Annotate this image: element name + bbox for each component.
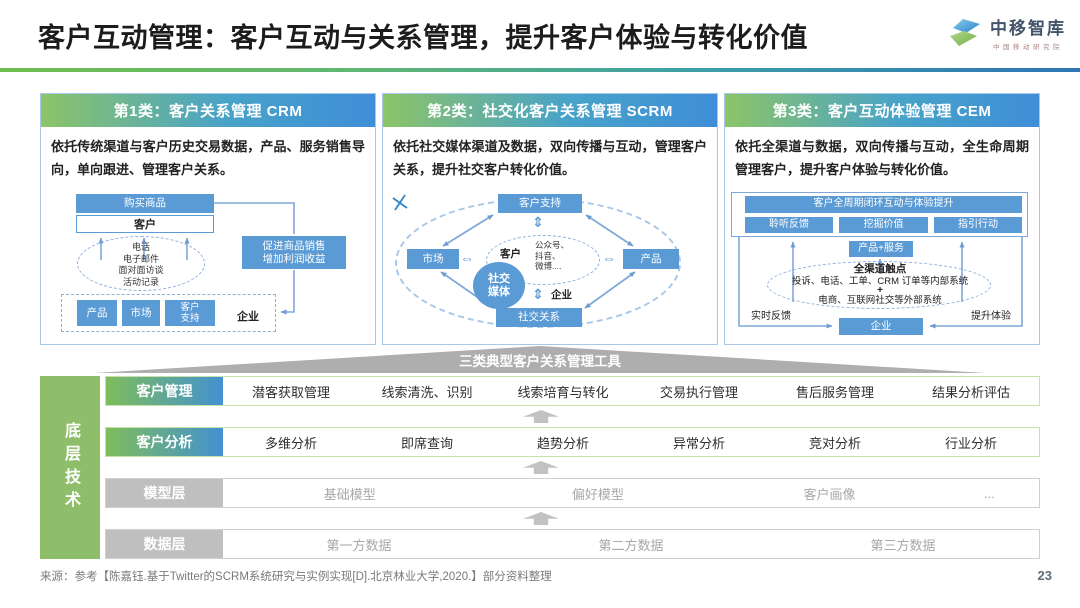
- row-item: 多维分析: [264, 435, 317, 451]
- panel-crm-description: 依托传统渠道与客户历史交易数据，产品、服务销售导向，单向跟进、管理客户关系。: [51, 139, 365, 177]
- touchpoints-external: 电商、互联网社交等外部系统: [818, 295, 942, 306]
- row-item: 行业分析: [944, 435, 997, 451]
- panel-scrm-title: 第2类：社交化客户关系管理 SCRM: [383, 94, 717, 127]
- row-data-layer: 数据层 第一方数据 第二方数据 第三方数据: [105, 529, 1040, 559]
- source-note: 来源：参考【陈嘉钰.基于Twitter的SCRM系统研究与实例实现[D].北京林…: [40, 571, 552, 583]
- panel-crm-title: 第1类：客户关系管理 CRM: [41, 94, 375, 127]
- panel-crm: 第1类：客户关系管理 CRM 依托传统渠道与客户历史交易数据，产品、服务销售导向…: [40, 93, 376, 345]
- row-label: 模型层: [106, 479, 223, 507]
- row-item: 潜客获取管理: [251, 384, 330, 400]
- bottom-stack: 底层技术 客户管理 潜客获取管理 线索清洗、识别 线索培育与转化 交易执行管理 …: [40, 376, 1040, 559]
- step-guide: 指引行动: [934, 217, 1022, 233]
- up-arrow-icon: [523, 461, 559, 474]
- realtime-feedback-label: 实时反馈: [751, 311, 791, 322]
- enterprise-dashed-rect: [61, 294, 276, 332]
- benefit-box: 促进商品销售 增加利润收益: [242, 236, 346, 269]
- row-label: 数据层: [106, 530, 223, 558]
- panel-scrm-diagram: 社交 媒体 客户支持 市场 产品 社交关系 客户 公众号、 抖音、 微博....…: [383, 190, 717, 344]
- funnel-label: 三类典型客户关系管理工具: [459, 354, 621, 369]
- panel-cem-description: 依托全渠道与数据，双向传播与互动，全生命周期管理客户，提升客户体验与转化价值。: [735, 139, 1029, 177]
- page-title: 客户互动管理：客户互动与关系管理，提升客户体验与转化价值: [38, 23, 808, 53]
- row-item: 交易执行管理: [659, 384, 738, 400]
- row-item: 售后服务管理: [795, 384, 874, 400]
- product-service-box: 产品+服务: [849, 241, 913, 257]
- step-listen: 聆听反馈: [745, 217, 833, 233]
- touchpoints-ellipse: [767, 261, 991, 309]
- panel-cem-title: 第3类：客户互动体验管理 CEM: [725, 94, 1039, 127]
- page-number: 23: [1037, 568, 1052, 583]
- row-item: 偏好模型: [571, 486, 624, 502]
- panel-cem: 第3类：客户互动体验管理 CEM 依托全渠道与数据，双向传播与互动，全生命周期管…: [724, 93, 1040, 345]
- row-item: 结果分析评估: [931, 384, 1010, 400]
- row-item: 趋势分析: [536, 435, 589, 451]
- row-label: 客户分析: [106, 428, 223, 456]
- row-item: 第三方数据: [870, 537, 936, 553]
- inner-ellipse: [486, 235, 600, 285]
- double-arrow-icon: ⇕: [532, 286, 544, 302]
- brand-logo: 中移智库 中国移动研究院: [947, 14, 1066, 51]
- double-arrow-icon: ⇔: [602, 250, 616, 266]
- touchpoints-title: 全渠道触点: [853, 263, 907, 275]
- row-item: 异常分析: [672, 435, 725, 451]
- buy-goods-box: 购买商品: [76, 194, 214, 213]
- channels-list: 电话 电子邮件 面对面访谈 活动记录: [118, 242, 164, 287]
- row-item: 第一方数据: [326, 537, 392, 553]
- step-mine: 挖掘价值: [839, 217, 928, 233]
- stack-rows: 客户管理 潜客获取管理 线索清洗、识别 线索培育与转化 交易执行管理 售后服务管…: [105, 376, 1040, 559]
- row-item: 线索清洗、识别: [381, 384, 473, 400]
- enterprise-label: 企业: [551, 289, 572, 301]
- up-arrow-icon: [523, 512, 559, 525]
- scissors-icon: [392, 194, 408, 211]
- panel-scrm-description: 依托社交媒体渠道及数据，双向传播与互动，管理客户关系，提升社交客户转化价值。: [393, 139, 707, 177]
- touchpoints-text: 全渠道触点 投诉、电话、工单、CRM 订单等内部系统 + 电商、互联网社交等外部…: [733, 263, 1027, 306]
- enterprise-box: 企业: [839, 318, 923, 335]
- market-box: 市场: [407, 249, 459, 269]
- header-divider: [0, 68, 1080, 72]
- row-item: 客户画像: [803, 486, 856, 502]
- row-item: 即席查询: [400, 435, 453, 451]
- enterprise-label: 企业: [237, 311, 259, 323]
- panels-container: 第1类：客户关系管理 CRM 依托传统渠道与客户历史交易数据，产品、服务销售导向…: [40, 93, 1040, 345]
- org-unit-product: 产品: [77, 300, 117, 326]
- org-unit-support: 客户 支持: [165, 300, 215, 326]
- social-channels-list: 公众号、 抖音、 微博....: [535, 240, 570, 271]
- row-item: 竞对分析: [808, 435, 861, 451]
- product-box: 产品: [623, 249, 679, 269]
- up-arrow-icon: [523, 410, 559, 423]
- row-item: ...: [983, 485, 995, 501]
- touchpoints-internal: 投诉、电话、工单、CRM 订单等内部系统: [791, 276, 969, 287]
- row-item: 基础模型: [323, 486, 376, 502]
- brand-subtitle: 中国移动研究院: [993, 44, 1063, 51]
- improve-experience-label: 提升体验: [971, 311, 1011, 322]
- brand-logo-icon: [950, 18, 980, 46]
- row-item: 第二方数据: [598, 537, 664, 553]
- row-customer-management: 客户管理 潜客获取管理 线索清洗、识别 线索培育与转化 交易执行管理 售后服务管…: [105, 376, 1040, 406]
- row-customer-analysis: 客户分析 多维分析 即席查询 趋势分析 异常分析 竞对分析 行业分析: [105, 427, 1040, 457]
- double-arrow-icon: ⇕: [532, 214, 544, 230]
- funnel-shape: 三类典型客户关系管理工具: [95, 346, 985, 373]
- social-relation-box: 社交关系: [496, 308, 582, 327]
- brand-name: 中移智库: [990, 19, 1066, 38]
- panel-cem-diagram: 客户全周期闭环互动与体验提升 聆听反馈 挖掘价值 指引行动 产品+服务 全渠道触…: [725, 190, 1039, 344]
- touchpoints-plus: +: [877, 285, 883, 296]
- channels-ellipse: [77, 236, 205, 291]
- panel-crm-diagram: 购买商品 客户 电话 电子邮件 面对面访谈 活动记录 促进商品销售 增加利润收益…: [41, 190, 375, 344]
- org-unit-market: 市场: [122, 300, 160, 326]
- support-box: 客户支持: [498, 194, 582, 213]
- sidebar-underlying-tech: 底层技术: [40, 376, 100, 559]
- customer-label: 客户: [500, 248, 521, 260]
- customer-box: 客户: [76, 215, 214, 233]
- double-arrow-icon: ⇔: [460, 250, 474, 266]
- social-media-circle: 社交 媒体: [473, 262, 525, 309]
- row-label: 客户管理: [106, 377, 223, 405]
- lifecycle-bar: 客户全周期闭环互动与体验提升: [745, 196, 1022, 213]
- row-model-layer: 模型层 基础模型 偏好模型 客户画像 ...: [105, 478, 1040, 508]
- panel-scrm: 第2类：社交化客户关系管理 SCRM 依托社交媒体渠道及数据，双向传播与互动，管…: [382, 93, 718, 345]
- row-item: 线索培育与转化: [517, 384, 609, 400]
